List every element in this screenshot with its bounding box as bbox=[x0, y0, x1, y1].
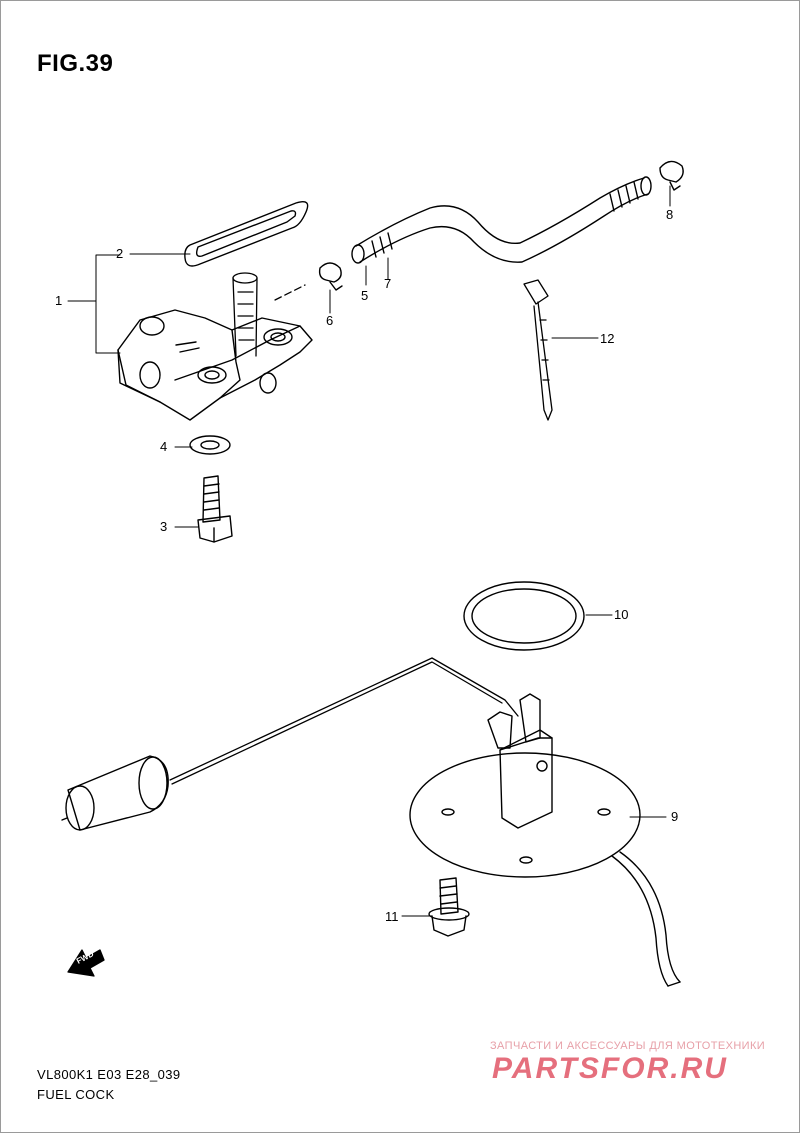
hose-clamp-upper bbox=[659, 160, 684, 191]
bolt-gauge bbox=[428, 877, 470, 937]
figure-title: FIG.39 bbox=[37, 50, 114, 77]
callout-5: 5 bbox=[361, 288, 369, 303]
o-ring bbox=[463, 581, 585, 651]
callout-3: 3 bbox=[160, 519, 168, 534]
diagram-caption: FUEL COCK bbox=[37, 1087, 115, 1102]
fuel-cock-gasket bbox=[184, 200, 309, 267]
model-code: VL800K1 E03 E28_039 bbox=[37, 1067, 181, 1082]
callout-8: 8 bbox=[666, 207, 674, 222]
callout-10: 10 bbox=[614, 607, 629, 622]
fwd-arrow-icon bbox=[67, 949, 105, 977]
fuel-strainer bbox=[232, 272, 306, 357]
cable-tie bbox=[523, 279, 553, 421]
washer bbox=[189, 435, 231, 455]
callout-4: 4 bbox=[160, 439, 168, 454]
float-arm bbox=[169, 657, 519, 785]
float bbox=[61, 755, 169, 831]
callout-9: 9 bbox=[671, 809, 679, 824]
fuel-cock-body bbox=[117, 309, 313, 421]
fuel-hose bbox=[351, 176, 652, 264]
fuel-level-gauge bbox=[409, 693, 681, 987]
callout-2: 2 bbox=[116, 246, 124, 261]
callout-1: 1 bbox=[55, 293, 63, 308]
callout-6: 6 bbox=[326, 313, 334, 328]
watermark-logo: PARTSFOR.RU bbox=[492, 1052, 728, 1085]
watermark-tagline: ЗАПЧАСТИ И АКСЕССУАРЫ ДЛЯ МОТОТЕХНИКИ bbox=[490, 1040, 766, 1052]
bolt-fuel-cock bbox=[197, 475, 233, 543]
hose-clamp-lower bbox=[318, 262, 343, 291]
leader-lines bbox=[67, 185, 671, 917]
callout-12: 12 bbox=[600, 331, 615, 346]
callout-11: 11 bbox=[385, 909, 399, 924]
callout-7: 7 bbox=[384, 276, 392, 291]
